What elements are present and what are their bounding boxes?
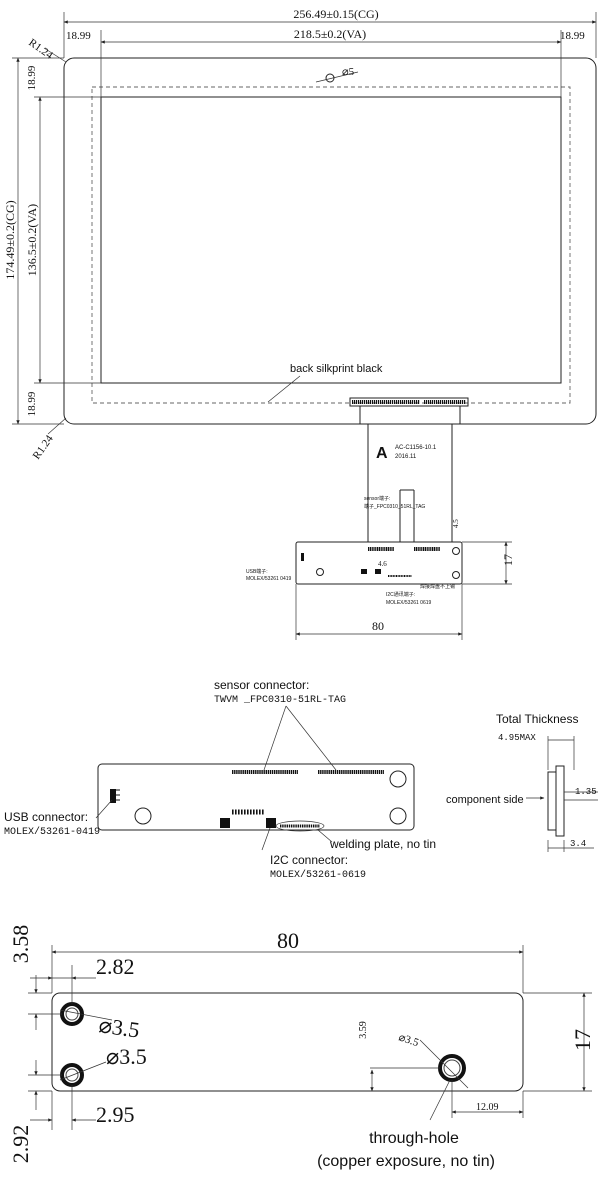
dim-292: 2.92 [8, 1125, 33, 1164]
dim-small-46: 4.6 [378, 560, 387, 568]
thickness-max: 4.95MAX [498, 733, 536, 743]
usb-connector-label: USB connector: [4, 810, 88, 824]
welding-plate-label: welding plate, no tin [329, 837, 436, 851]
dim-board-height-small: 17 [501, 554, 515, 566]
dim-282: 2.82 [96, 954, 135, 979]
dim-border-left: 18.99 [66, 30, 91, 42]
cover-glass-outline [63, 57, 597, 425]
note-weld-small: 焊接焊盘不上锡 [420, 583, 455, 590]
sensor-connector-part: TWVM _FPC0310-51RL-TAG [214, 695, 346, 706]
dim-va-height: 136.5±0.2(VA) [25, 204, 39, 276]
sensor-connector-label: sensor connector: [214, 678, 309, 692]
note-i2c-small: I2C通讯端子: [386, 591, 415, 598]
hole-diameter: ⌀5 [342, 66, 355, 78]
component-side-label: component side [446, 794, 524, 806]
dim-border-top-left: 18.99 [26, 65, 38, 90]
board-width: 80 [277, 928, 299, 953]
dim-cg-height: 174.49±0.2(CG) [3, 200, 17, 279]
board-view: 80 17 3.58 2.82 2.95 2.92 ⌀3.5 [8, 925, 595, 1170]
dim-359: 3.59 [358, 1021, 369, 1039]
fpc-logo: A [376, 445, 388, 462]
fpc-part-number: AC-C1156-10.1 [395, 445, 437, 451]
side-view-component [555, 765, 565, 837]
note-sensor-part-small: 端子_FPC0310_51RL_TAG [364, 503, 425, 510]
usb-connector-part: MOLEX/53261-0419 [4, 826, 100, 838]
dim-295: 2.95 [96, 1102, 135, 1127]
pcb-board-detail [97, 763, 415, 831]
note-sensor-small: sensor端子: [364, 495, 390, 502]
silkprint-dashed-outline [91, 86, 571, 404]
i2c-connector-label: I2C connector: [270, 853, 348, 867]
dim-border-right: 18.99 [560, 30, 585, 42]
dim-358: 3.58 [8, 925, 33, 964]
hole-c-label: ⌀3.5 [397, 1031, 421, 1049]
fpc-date: 2016.11 [395, 454, 417, 460]
note-usb-part-small: MOLEX/53261 0419 [246, 576, 292, 582]
side-view-pcb [547, 771, 557, 831]
through-hole-note: (copper exposure, no tin) [317, 1153, 495, 1170]
dim-1209: 12.09 [476, 1102, 499, 1113]
note-i2c-part-small: MOLEX/53261 0619 [386, 600, 432, 606]
total-thickness-title: Total Thickness [496, 712, 578, 726]
board-outline [51, 992, 524, 1092]
thickness-135: 1.35 [575, 787, 597, 797]
i2c-connector-part: MOLEX/53261-0619 [270, 869, 366, 881]
top-view: 256.49±0.15(CG) 218.5±0.2(VA) 18.99 18.9… [3, 7, 597, 640]
pcb-board-small: 4.5 4.6 USB端子: MOLEX/53261 0419 I2C通讯端子:… [246, 519, 515, 640]
dim-va-width: 218.5±0.2(VA) [294, 27, 366, 41]
hole-a-label: ⌀3.5 [97, 1012, 141, 1042]
board-height: 17 [570, 1029, 595, 1051]
connector-view: sensor connector: TWVM _FPC0310-51RL-TAG… [4, 678, 598, 881]
dim-cg-width: 256.49±0.15(CG) [293, 7, 378, 21]
dim-board-width-small: 80 [372, 619, 384, 633]
hole-b-label: ⌀3.5 [106, 1044, 147, 1069]
silkprint-label: back silkprint black [290, 363, 383, 375]
thickness-34: 3.4 [570, 839, 586, 849]
viewing-area-outline [100, 96, 562, 384]
dim-border-bottom-left: 18.99 [26, 391, 38, 416]
note-usb-small: USB端子: [246, 568, 268, 575]
dim-small-45: 4.5 [452, 519, 460, 528]
fpc-tail: A AC-C1156-10.1 2016.11 sensor端子: 端子_FPC… [349, 397, 469, 543]
through-hole-label: through-hole [369, 1130, 459, 1147]
radius-label-bottom: R1.24 [31, 433, 56, 462]
